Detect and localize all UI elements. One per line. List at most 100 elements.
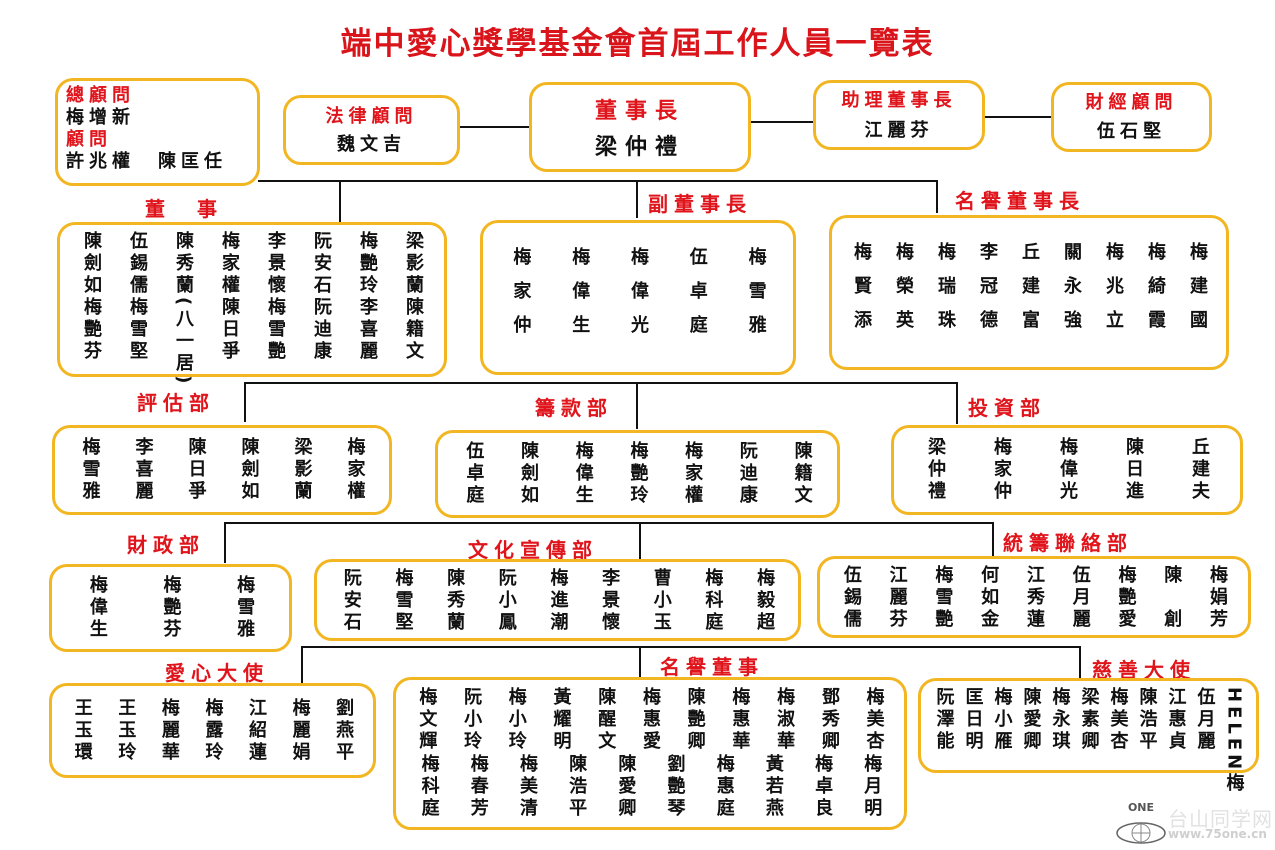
member-name: 梅偉生 xyxy=(569,246,591,349)
assistant-chairman-box: 助理董事長 江麗芬 xyxy=(813,80,985,150)
member-name: 阮小玲 xyxy=(461,687,483,753)
member-name: 陳籍文 xyxy=(403,297,424,363)
member-name: 梁影蘭 xyxy=(291,437,313,503)
member-name: 李景懷 xyxy=(265,231,286,297)
watermark-url: www.75one.cn xyxy=(1168,827,1267,841)
member-name: 梅家權 xyxy=(682,441,704,507)
name-row: 梅科庭梅春芳梅美清陳浩平陳愛卿劉艷琴梅惠庭黃若燕梅卓良梅月明 xyxy=(404,754,896,820)
name-row: 伍卓庭陳劍如梅偉生梅艷玲梅家權阮迪康陳籍文 xyxy=(446,441,829,507)
culture-box: 阮安石梅雪堅陳秀蘭阮小鳳梅進潮李景懷曹小玉梅科庭梅毅超 xyxy=(314,559,801,641)
evaluation-box: 梅雪雅李喜麗陳日爭陳劍如梁影蘭梅家權 xyxy=(52,425,392,515)
member-name: 梅毅超 xyxy=(754,568,776,634)
finance-advisor-name: 伍石堅 xyxy=(1097,121,1166,142)
member-name: 伍月麗 xyxy=(1194,687,1216,753)
name-grid: 梅偉生梅艷芬梅雪雅 xyxy=(60,573,281,643)
member-name: 陳劍如 xyxy=(238,437,260,503)
member-name: 梅美杏 xyxy=(1107,687,1129,753)
member-name: 伍錫儒 xyxy=(127,231,148,297)
liaison-label: 統籌聯絡部 xyxy=(1003,531,1133,555)
name-grid: 阮安石梅雪堅陳秀蘭阮小鳳梅進潮李景懷曹小玉梅科庭梅毅超 xyxy=(325,568,790,634)
member-name: 梅兆立 xyxy=(1103,241,1124,344)
connector-line xyxy=(224,522,226,563)
member-name: 梅美杏 xyxy=(863,687,885,753)
member-name: 梅偉生 xyxy=(86,575,108,641)
member-name: 梅賢添 xyxy=(851,241,872,344)
member-name: 梁仲禮 xyxy=(925,437,946,503)
member-name: 劉燕平 xyxy=(333,697,355,764)
name-grid: 梅賢添梅榮英梅瑞珠李冠德丘建富關永強梅兆立梅綺霞梅建國 xyxy=(840,224,1218,361)
finance-advisor-label: 財經顧問 xyxy=(1085,92,1178,113)
member-name: 梅惠愛 xyxy=(639,687,661,753)
member-name: 伍錫儒 xyxy=(840,565,862,631)
advisor-label: 顧問 xyxy=(66,129,112,150)
vice-chairmen-label: 副董事長 xyxy=(648,192,752,216)
name-row: 阮安石梅雪堅陳秀蘭阮小鳳梅進潮李景懷曹小玉梅科庭梅毅超 xyxy=(325,568,790,634)
name-row: 王玉環王玉玲梅麗華梅露玲江紹蓮梅麗娟劉燕平 xyxy=(60,698,365,764)
member-name: 陳艷卿 xyxy=(684,687,706,753)
connector-line xyxy=(244,382,246,422)
member-name: 梅惠庭 xyxy=(713,754,735,820)
member-name: 何如金 xyxy=(978,565,1000,631)
member-name: 梅文輝 xyxy=(416,687,438,753)
love-ambassadors-box: 王玉環王玉玲梅麗華梅露玲江紹蓮梅麗娟劉燕平 xyxy=(49,683,376,778)
member-name: 陳日爭 xyxy=(219,297,240,363)
evaluation-label: 評估部 xyxy=(137,391,215,415)
name-row: 梅雪雅李喜麗陳日爭陳劍如梁影蘭梅家權 xyxy=(63,437,381,503)
member-name: 梅永琪 xyxy=(1049,687,1071,753)
connector-line xyxy=(302,646,1081,648)
member-name: 梅艷玲 xyxy=(357,231,378,297)
name-row: 伍錫儒江麗芬梅雪艷何如金江秀蓮伍月麗梅艷愛陳 創梅娟芳 xyxy=(828,565,1240,631)
member-name: 陳劍如 xyxy=(81,231,102,297)
honorary-chairmen-label: 名譽董事長 xyxy=(955,189,1085,213)
member-name: 梅露玲 xyxy=(202,697,224,764)
member-name: 王玉環 xyxy=(71,697,93,764)
member-name: 阮安石 xyxy=(311,231,332,297)
finance-advisor-box: 財經顧問 伍石堅 xyxy=(1051,82,1212,152)
chief-advisor-label: 總顧問 xyxy=(66,85,135,106)
member-name: 江惠貞 xyxy=(1165,687,1187,753)
investment-box: 梁仲禮梅家仲梅偉光陳日進丘建夫 xyxy=(891,425,1243,515)
love-ambassadors-label: 愛心大使 xyxy=(165,661,269,685)
member-name: 梅雪雅 xyxy=(79,437,101,503)
member-name: 梅家權 xyxy=(344,437,366,503)
member-name: (八一居) xyxy=(173,297,194,388)
name-grid: 王玉環王玉玲梅麗華梅露玲江紹蓮梅麗娟劉燕平 xyxy=(60,692,365,769)
member-name: 阮迪康 xyxy=(736,441,758,507)
name-grid: 梅家仲梅偉生梅偉光伍卓庭梅雪雅 xyxy=(491,229,785,366)
vice-chairmen-box: 梅家仲梅偉生梅偉光伍卓庭梅雪雅 xyxy=(480,220,796,375)
member-name: 李景懷 xyxy=(599,568,621,634)
member-name: 梁素卿 xyxy=(1078,687,1100,753)
member-name: 梁影蘭 xyxy=(403,231,424,297)
member-name: 梅偉光 xyxy=(627,246,649,349)
assistant-chairman-name: 江麗芬 xyxy=(864,120,934,141)
connector-line xyxy=(992,522,994,557)
chairman-label: 董事長 xyxy=(594,99,685,124)
name-grid: 梁仲禮梅家仲梅偉光陳日進丘建夫 xyxy=(902,434,1232,506)
connector-line xyxy=(636,180,638,218)
member-name: 梅雪堅 xyxy=(392,568,414,634)
member-name: 關永強 xyxy=(1061,241,1082,344)
member-name: HELEN梅 xyxy=(1223,687,1245,796)
name-row: 陳劍如伍錫儒陳秀蘭梅家權李景懷阮安石梅艷玲梁影蘭 xyxy=(68,231,436,297)
member-name: 梅小玲 xyxy=(505,687,527,753)
name-row: 梁仲禮梅家仲梅偉光陳日進丘建夫 xyxy=(902,437,1232,503)
connector-line xyxy=(985,116,1051,118)
member-name: 阮澤能 xyxy=(933,687,955,753)
liaison-box: 伍錫儒江麗芬梅雪艷何如金江秀蓮伍月麗梅艷愛陳 創梅娟芳 xyxy=(817,556,1251,638)
member-name: 梅美清 xyxy=(516,754,538,820)
member-name: 陳劍如 xyxy=(518,441,540,507)
member-name: 梅春芳 xyxy=(467,754,489,820)
member-name: 江紹蓮 xyxy=(246,697,268,764)
name-row: 梅艷芬梅雪堅(八一居)陳日爭梅雪艷阮迪康李喜麗陳籍文 xyxy=(68,297,436,387)
member-name: 李冠德 xyxy=(977,241,998,344)
treasury-label: 財政部 xyxy=(127,533,205,557)
member-name: 梅艷玲 xyxy=(627,441,649,507)
connector-line xyxy=(1079,646,1081,679)
legal-advisor-name: 魏文吉 xyxy=(337,134,406,155)
name-row: 梅家仲梅偉生梅偉光伍卓庭梅雪雅 xyxy=(491,247,785,349)
name-row: 梅賢添梅榮英梅瑞珠李冠德丘建富關永強梅兆立梅綺霞梅建國 xyxy=(840,242,1218,344)
member-name: 梅建國 xyxy=(1187,241,1208,344)
member-name: 梅科庭 xyxy=(702,568,724,634)
